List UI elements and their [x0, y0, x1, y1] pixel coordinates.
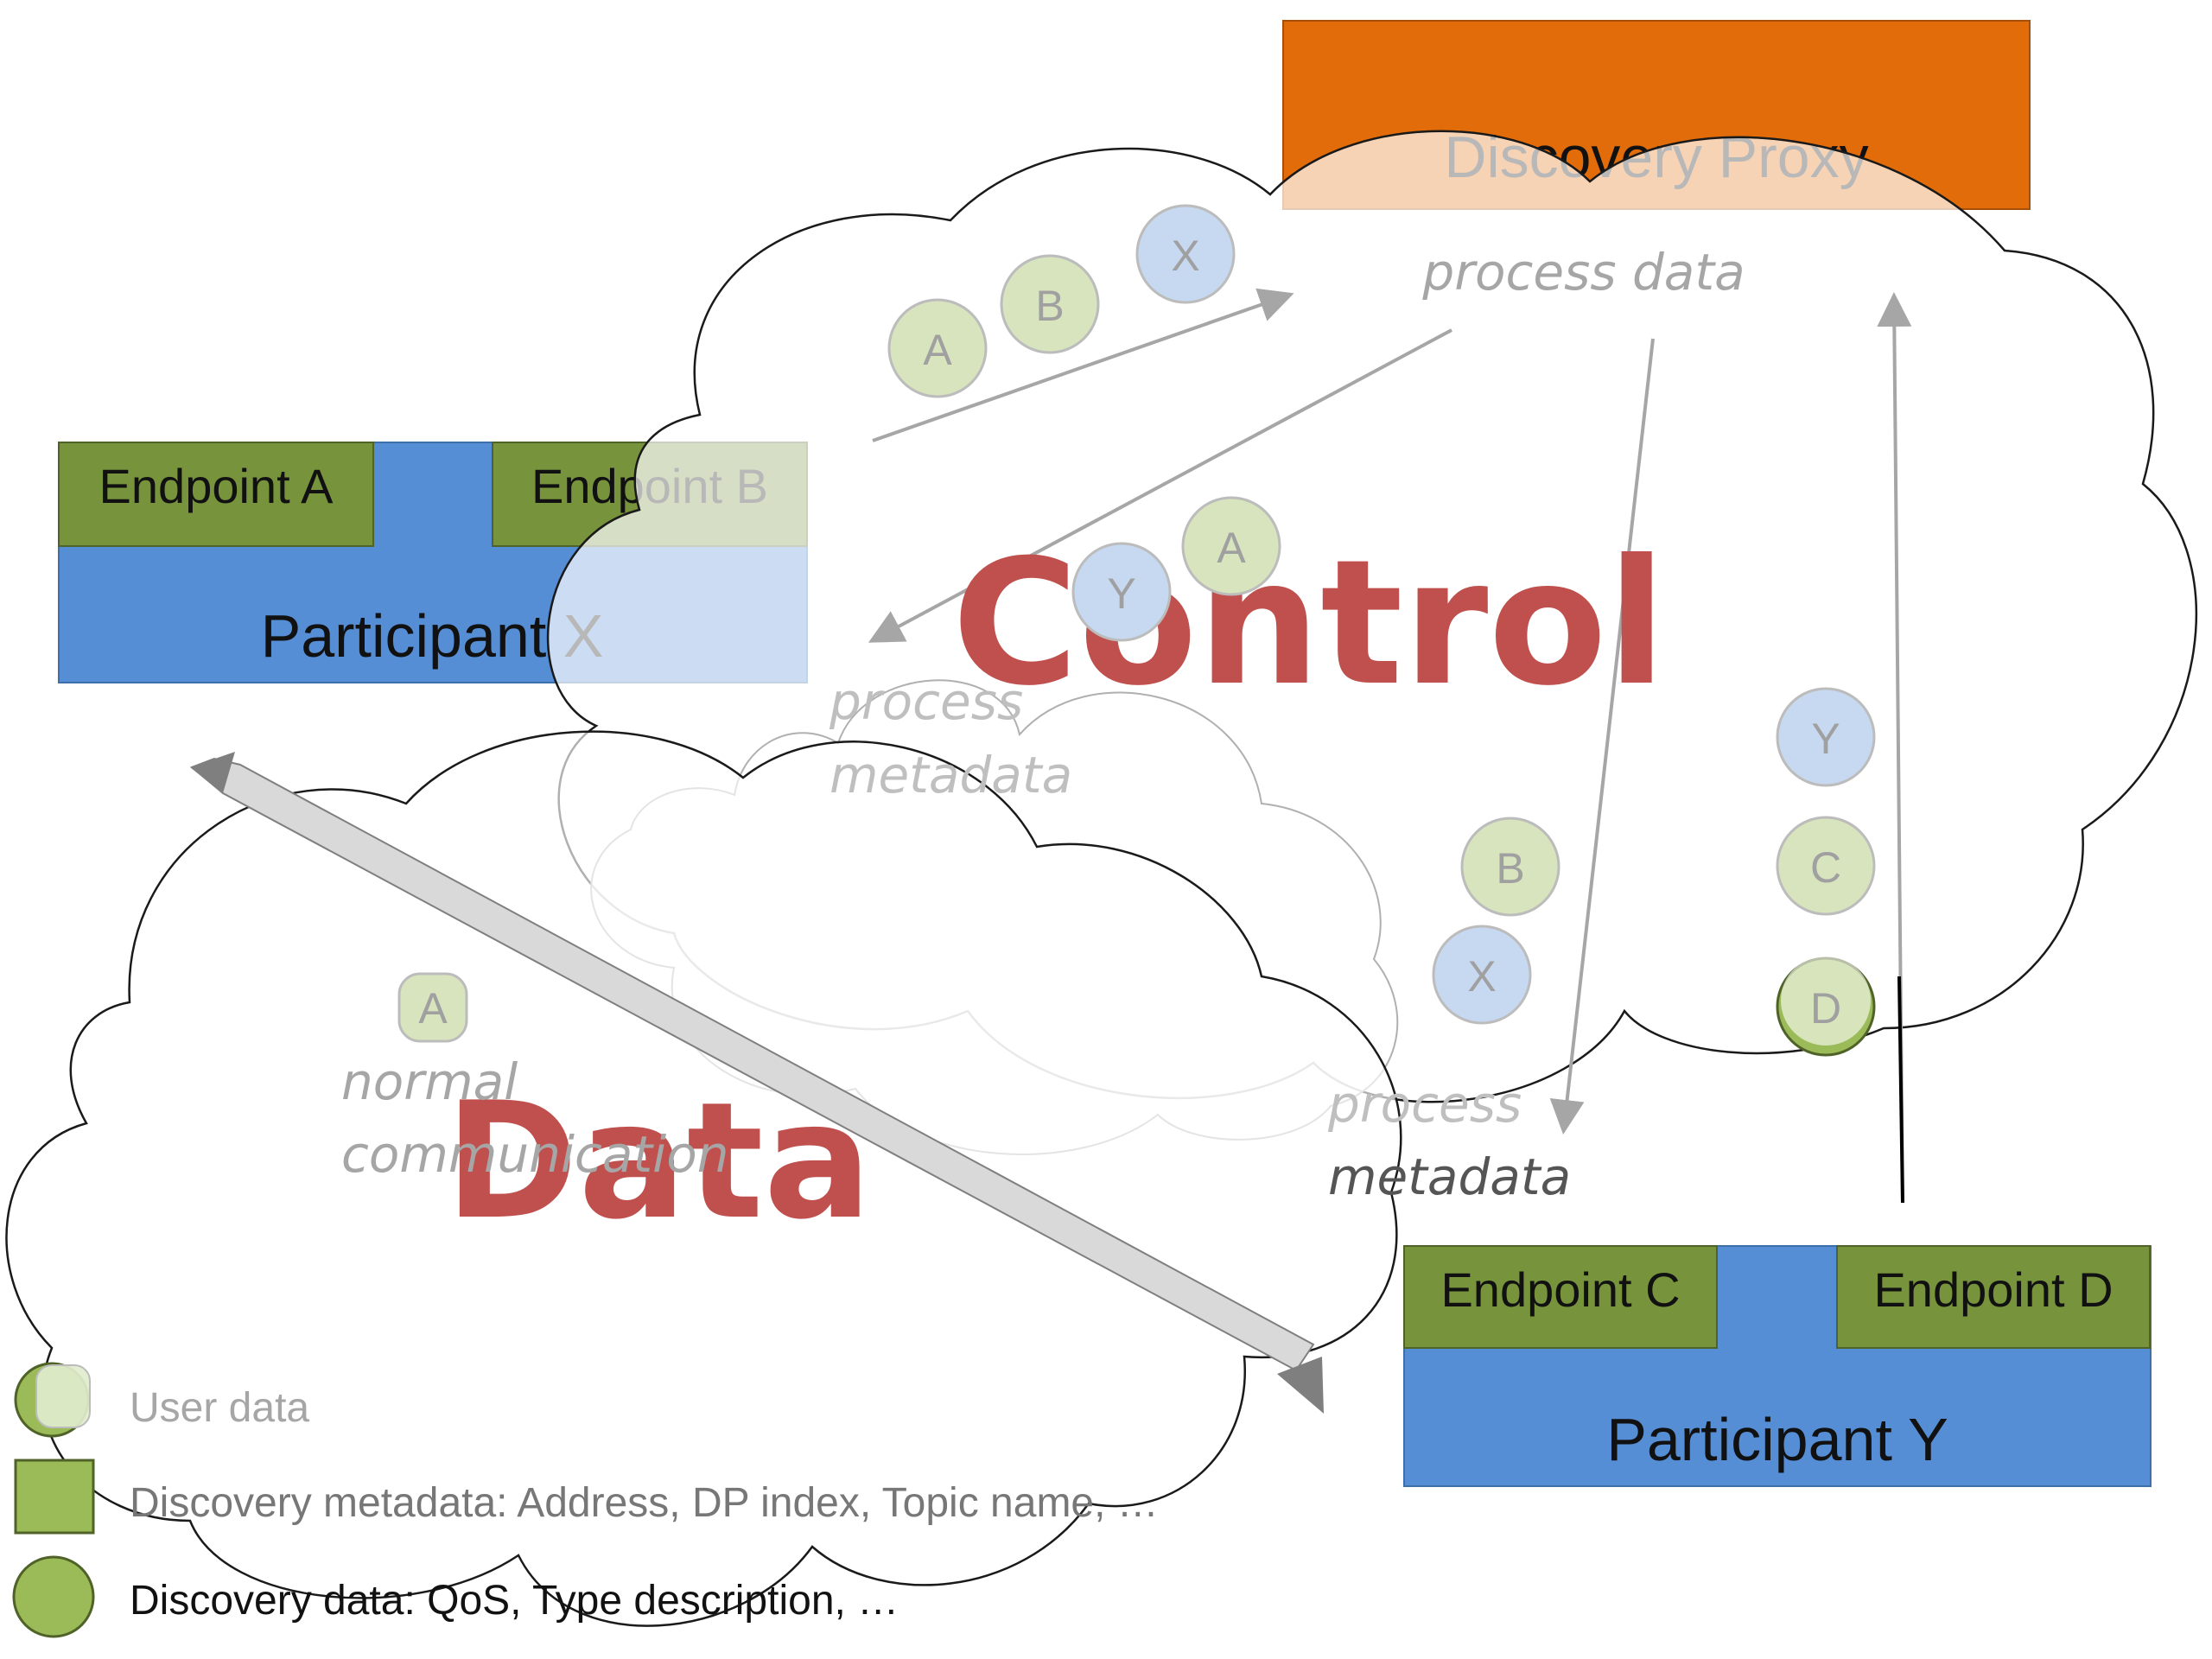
circle-d-right: D	[1776, 956, 1876, 1057]
legend-user-data: User data	[14, 1362, 309, 1438]
endpoint-c-label: Endpoint C	[1440, 1262, 1680, 1317]
data-double-arrow	[190, 752, 1324, 1414]
legend-discovery-data-label: Discovery data: QoS, Type description, …	[130, 1578, 899, 1624]
circle-c-right: C	[1776, 816, 1876, 916]
participant-y: Endpoint C Endpoint D Participant Y	[1403, 1245, 2152, 1487]
circle-a-top: A	[887, 298, 988, 398]
legend-discovery-data: Discovery data: QoS, Type description, …	[12, 1555, 899, 1638]
participant-x-label: Participant X	[261, 602, 604, 670]
svg-text:B: B	[1035, 282, 1064, 330]
control-process-label-2: metadata	[830, 746, 1072, 804]
endpoint-a-label: Endpoint A	[99, 459, 334, 513]
circle-y-mid: Y	[1071, 542, 1172, 642]
legend: User data Discovery metadata: Address, D…	[12, 1362, 1159, 1638]
control-label: Control	[952, 523, 1667, 724]
svg-text:B: B	[1496, 844, 1524, 893]
endpoint-c-box	[1403, 1245, 1718, 1349]
svg-text:X: X	[1467, 952, 1496, 1001]
circle-y-right: Y	[1776, 687, 1876, 787]
normal-communication-label-1: normal	[341, 1052, 518, 1111]
svg-text:C: C	[1810, 843, 1841, 892]
arrow-to-participant-x	[868, 328, 1452, 643]
svg-text:Y: Y	[1107, 569, 1135, 618]
data-cloud	[5, 730, 1402, 1627]
arrow-segment-black	[1897, 976, 1904, 1204]
circle-x-top: X	[1135, 204, 1236, 304]
process-data-label: process data	[1421, 243, 1745, 302]
legend-discovery-metadata-label: Discovery metadata: Address, DP index, T…	[130, 1480, 1159, 1526]
endpoint-a-box	[58, 442, 374, 547]
circle-b-top: B	[1000, 254, 1100, 354]
participant-y-process-label-2: metadata	[1328, 1147, 1571, 1206]
legend-discovery-metadata: Discovery metadata: Address, DP index, T…	[14, 1459, 1159, 1535]
svg-text:A: A	[923, 326, 952, 374]
participant-y-process-label-1: process	[1327, 1075, 1522, 1134]
arrow-to-participant-y	[1549, 338, 1655, 1135]
endpoint-d-label: Endpoint D	[1873, 1262, 2113, 1317]
svg-text:A: A	[418, 984, 448, 1033]
circle-a-mid: A	[1181, 496, 1281, 596]
circle-b-low: B	[1460, 817, 1560, 917]
data-label: Data	[445, 1067, 872, 1255]
svg-text:Y: Y	[1811, 715, 1840, 763]
participant-y-label: Participant Y	[1606, 1406, 1948, 1473]
svg-text:D: D	[1810, 984, 1841, 1033]
endpoint-d-box	[1836, 1245, 2151, 1349]
legend-user-data-label: User data	[130, 1385, 309, 1431]
arrow-to-proxy	[872, 288, 1294, 442]
normal-communication-label-2: communication	[341, 1125, 729, 1184]
svg-text:A: A	[1217, 524, 1246, 572]
svg-text:X: X	[1171, 232, 1199, 280]
circle-x-low: X	[1432, 925, 1532, 1025]
control-process-label-1: process	[829, 672, 1023, 731]
circle-a-data: A	[397, 972, 468, 1043]
